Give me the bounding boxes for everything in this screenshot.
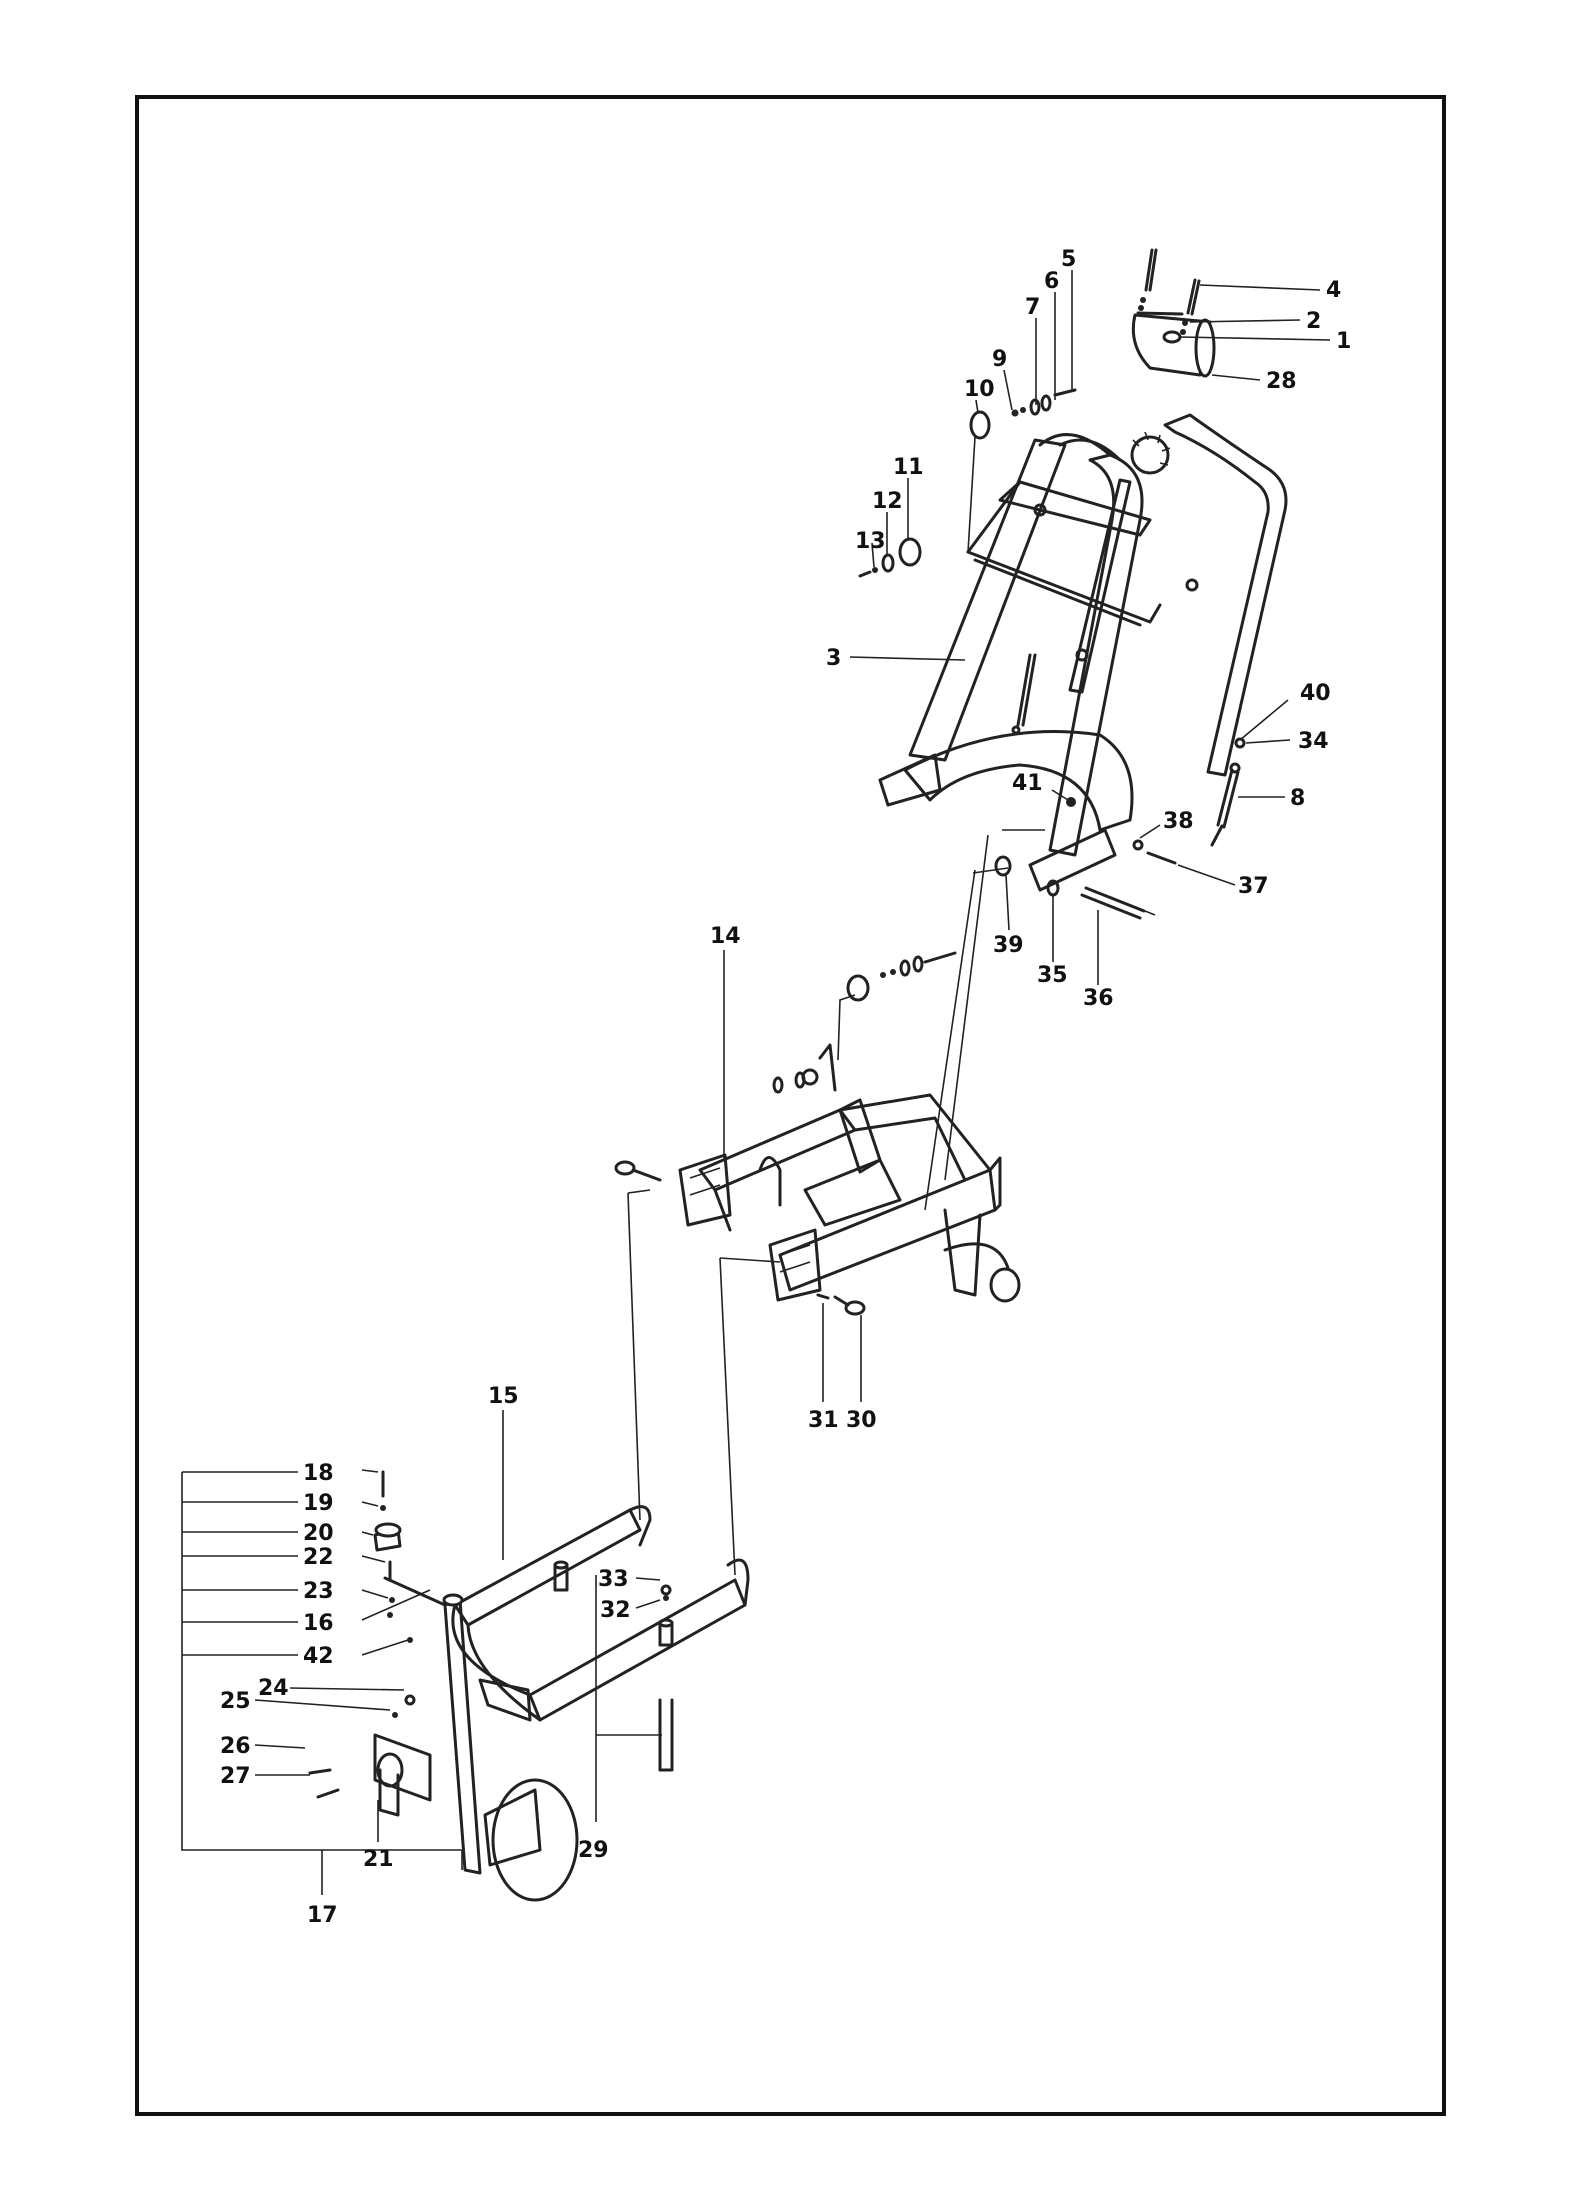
label-25: 25 xyxy=(220,1689,251,1714)
label-30: 30 xyxy=(846,1408,877,1433)
label-26: 26 xyxy=(220,1734,251,1759)
label-41: 41 xyxy=(1012,771,1043,796)
label-35: 35 xyxy=(1037,963,1068,988)
label-3: 3 xyxy=(826,646,841,671)
label-34: 34 xyxy=(1298,729,1329,754)
label-8: 8 xyxy=(1290,786,1305,811)
handle-frame xyxy=(878,413,1288,892)
main-frame xyxy=(614,951,1021,1316)
label-6: 6 xyxy=(1044,269,1059,294)
label-27: 27 xyxy=(220,1764,251,1789)
label-16: 16 xyxy=(303,1611,334,1636)
label-4: 4 xyxy=(1326,278,1341,303)
label-7: 7 xyxy=(1025,295,1040,320)
label-13: 13 xyxy=(855,529,886,554)
label-20: 20 xyxy=(303,1521,334,1546)
lower-carriage xyxy=(308,1470,750,1902)
label-36: 36 xyxy=(1083,986,1114,1011)
label-42: 42 xyxy=(303,1644,334,1669)
label-37: 37 xyxy=(1238,874,1269,899)
top-fasteners xyxy=(858,248,1216,578)
label-22: 22 xyxy=(303,1545,334,1570)
label-14: 14 xyxy=(710,924,741,949)
label-23: 23 xyxy=(303,1579,334,1604)
label-1: 1 xyxy=(1336,329,1351,354)
label-40: 40 xyxy=(1300,681,1331,706)
label-33: 33 xyxy=(598,1567,629,1592)
label-5: 5 xyxy=(1061,247,1076,272)
label-29: 29 xyxy=(578,1838,609,1863)
label-38: 38 xyxy=(1163,809,1194,834)
label-9: 9 xyxy=(992,347,1007,372)
label-11: 11 xyxy=(893,455,924,480)
label-17: 17 xyxy=(307,1903,338,1928)
label-32: 32 xyxy=(600,1598,631,1623)
label-28: 28 xyxy=(1266,369,1297,394)
label-19: 19 xyxy=(303,1491,334,1516)
label-15: 15 xyxy=(488,1384,519,1409)
label-12: 12 xyxy=(872,489,903,514)
label-24: 24 xyxy=(258,1676,289,1701)
label-18: 18 xyxy=(303,1461,334,1486)
label-39: 39 xyxy=(993,933,1024,958)
label-2: 2 xyxy=(1306,309,1321,334)
label-31: 31 xyxy=(808,1408,839,1433)
callouts: 1 2 4 28 5 6 7 9 10 11 12 13 3 xyxy=(181,247,1351,1928)
connection-lines xyxy=(627,436,1156,1576)
label-21: 21 xyxy=(363,1847,394,1872)
label-10: 10 xyxy=(964,377,995,402)
page-border xyxy=(135,95,1446,2116)
